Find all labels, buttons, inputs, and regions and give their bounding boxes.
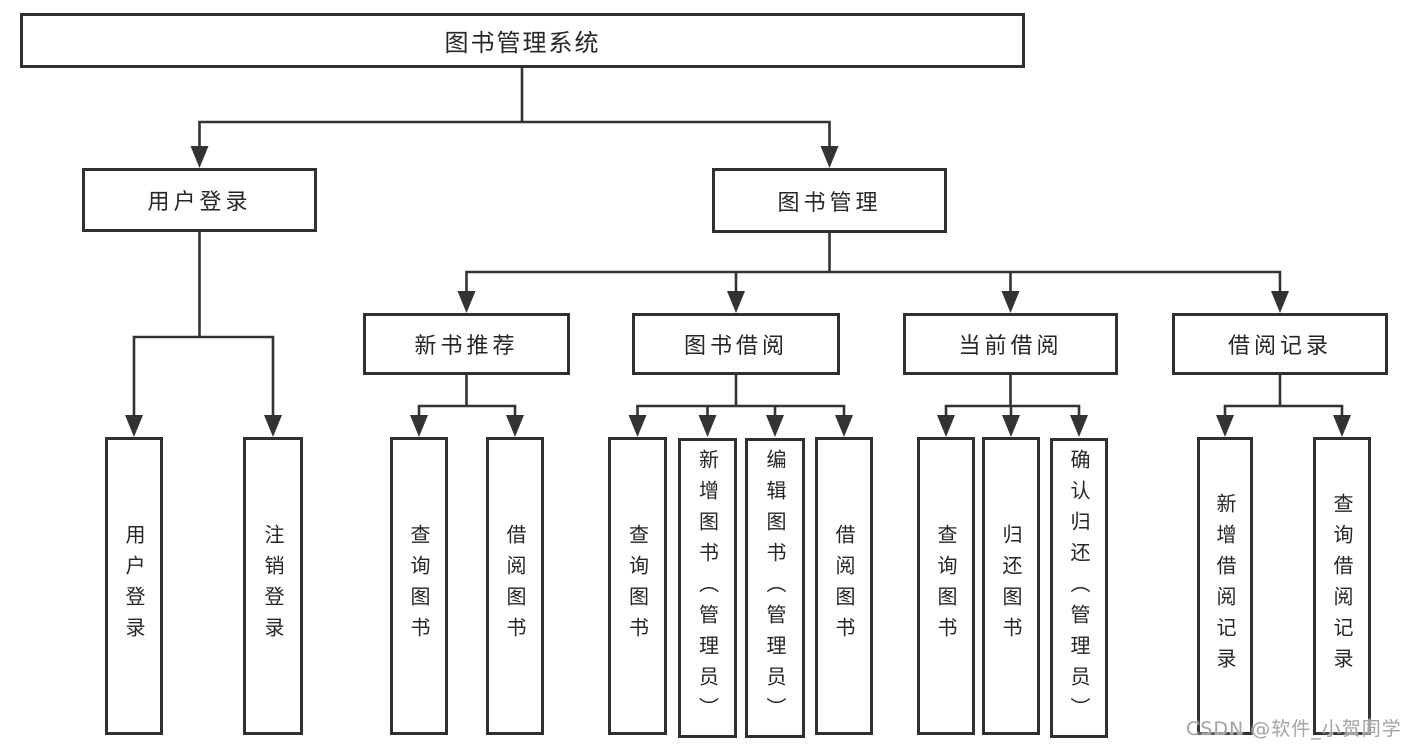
leaf-confirm-return-admin-label: 确认归还（管理员） bbox=[1067, 448, 1091, 728]
leaf-edit-book-admin: 编辑图书（管理员） bbox=[745, 438, 805, 738]
leaf-edit-book-admin-label: 编辑图书（管理员） bbox=[763, 448, 787, 728]
branch-current-borrow bbox=[944, 373, 1081, 421]
node-current-borrow: 当前借阅 bbox=[903, 313, 1118, 375]
leaf-borrow-books-recommend-label: 借阅图书 bbox=[503, 524, 527, 648]
leaf-add-borrow-record: 新增借阅记录 bbox=[1197, 437, 1253, 735]
node-borrow-records: 借阅记录 bbox=[1172, 313, 1388, 375]
leaf-borrow-books-label: 借阅图书 bbox=[832, 524, 856, 648]
node-book-management: 图书管理 bbox=[712, 168, 947, 233]
node-user-login: 用户登录 bbox=[82, 168, 317, 232]
node-book-borrow-label: 图书借阅 bbox=[683, 334, 788, 359]
leaf-logout: 注销登录 bbox=[243, 437, 303, 735]
node-current-borrow-label: 当前借阅 bbox=[958, 334, 1063, 359]
node-new-book-recommend: 新书推荐 bbox=[363, 313, 570, 375]
branch-book-borrow bbox=[636, 373, 846, 421]
node-root-label: 图书管理系统 bbox=[444, 29, 601, 57]
node-root: 图书管理系统 bbox=[20, 13, 1025, 68]
leaf-query-books-borrow: 查询图书 bbox=[608, 437, 667, 735]
leaf-query-books-current: 查询图书 bbox=[917, 437, 975, 735]
leaf-query-books-recommend-label: 查询图书 bbox=[407, 524, 431, 648]
leaf-logout-label: 注销登录 bbox=[261, 524, 285, 648]
leaf-query-books-borrow-label: 查询图书 bbox=[625, 524, 650, 648]
node-new-book-recommend-label: 新书推荐 bbox=[414, 334, 519, 359]
node-book-borrow: 图书借阅 bbox=[632, 313, 840, 375]
arrowheads bbox=[125, 146, 1351, 437]
leaf-query-books-recommend: 查询图书 bbox=[390, 437, 448, 735]
branch-book-management bbox=[465, 231, 1282, 297]
leaf-return-books-label: 归还图书 bbox=[999, 524, 1023, 648]
leaf-borrow-books: 借阅图书 bbox=[815, 437, 873, 735]
leaf-add-book-admin-label: 新增图书（管理员） bbox=[695, 448, 720, 728]
leaf-confirm-return-admin: 确认归还（管理员） bbox=[1050, 438, 1108, 738]
node-user-login-label: 用户登录 bbox=[147, 190, 252, 215]
leaf-user-login: 用户登录 bbox=[105, 437, 163, 735]
csdn-watermark: CSDN @软件_小贺同学 bbox=[1186, 718, 1402, 740]
branch-user-login bbox=[132, 230, 275, 421]
leaf-add-borrow-record-label: 新增借阅记录 bbox=[1213, 493, 1237, 679]
leaf-query-books-current-label: 查询图书 bbox=[934, 524, 958, 648]
branch-root bbox=[198, 66, 831, 152]
node-borrow-records-label: 借阅记录 bbox=[1227, 334, 1332, 359]
leaf-query-borrow-record-label: 查询借阅记录 bbox=[1330, 493, 1354, 679]
branch-new-book-recommend bbox=[417, 373, 517, 421]
leaf-borrow-books-recommend: 借阅图书 bbox=[486, 437, 544, 735]
node-book-management-label: 图书管理 bbox=[777, 190, 882, 216]
leaf-query-borrow-record: 查询借阅记录 bbox=[1313, 437, 1371, 735]
leaf-add-book-admin: 新增图书（管理员） bbox=[678, 438, 737, 738]
leaf-user-login-label: 用户登录 bbox=[122, 524, 146, 648]
branch-borrow-records bbox=[1223, 373, 1344, 421]
leaf-return-books: 归还图书 bbox=[982, 437, 1040, 735]
